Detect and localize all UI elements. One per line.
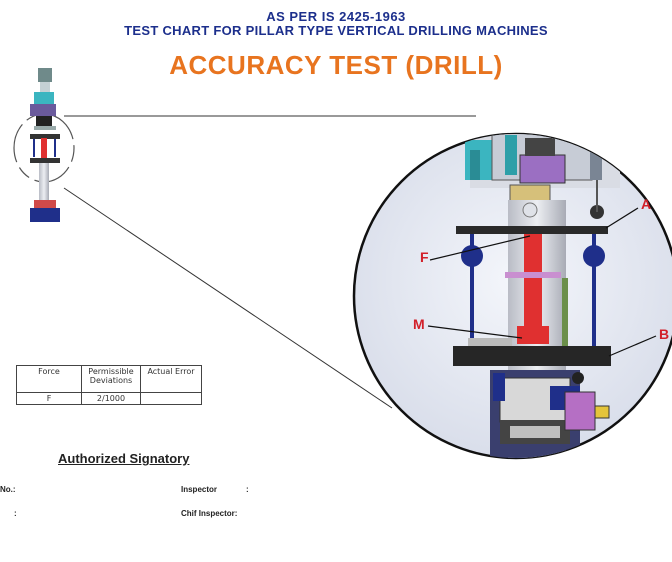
accuracy-table: Force Permissible Deviations Actual Erro… (16, 365, 202, 405)
label-f: F (420, 249, 429, 265)
standard-reference: AS PER IS 2425-1963 (266, 9, 406, 24)
inspector-label: Inspector (181, 485, 218, 494)
connector-line-bottom (63, 187, 393, 409)
table-cell: F (16, 392, 82, 405)
colon-label: : (14, 509, 17, 518)
table-row: F 2/1000 (16, 392, 202, 405)
table-header: Force (16, 365, 82, 393)
label-a: A (641, 196, 652, 212)
leader-f (429, 235, 531, 261)
leader-m (427, 325, 523, 339)
label-m: M (413, 316, 425, 332)
table-header: Permissible Deviations (81, 365, 141, 393)
leader-b (608, 335, 657, 357)
page-title: ACCURACY TEST (DRILL) (169, 50, 503, 80)
label-b: B (659, 326, 670, 342)
chart-subtitle: TEST CHART FOR PILLAR TYPE VERTICAL DRIL… (124, 23, 548, 38)
table-cell (140, 392, 202, 405)
table-header: Actual Error (140, 365, 202, 393)
machine-thumbnail (13, 68, 75, 222)
authorized-signatory-heading: Authorized Signatory (58, 451, 190, 466)
chief-inspector-label: Chif Inspector: (181, 509, 238, 518)
number-label: No.: (0, 485, 16, 494)
table-cell: 2/1000 (81, 392, 141, 405)
inspector-colon: : (246, 485, 249, 494)
leader-a (605, 207, 639, 229)
table-header-row: Force Permissible Deviations Actual Erro… (16, 365, 202, 393)
